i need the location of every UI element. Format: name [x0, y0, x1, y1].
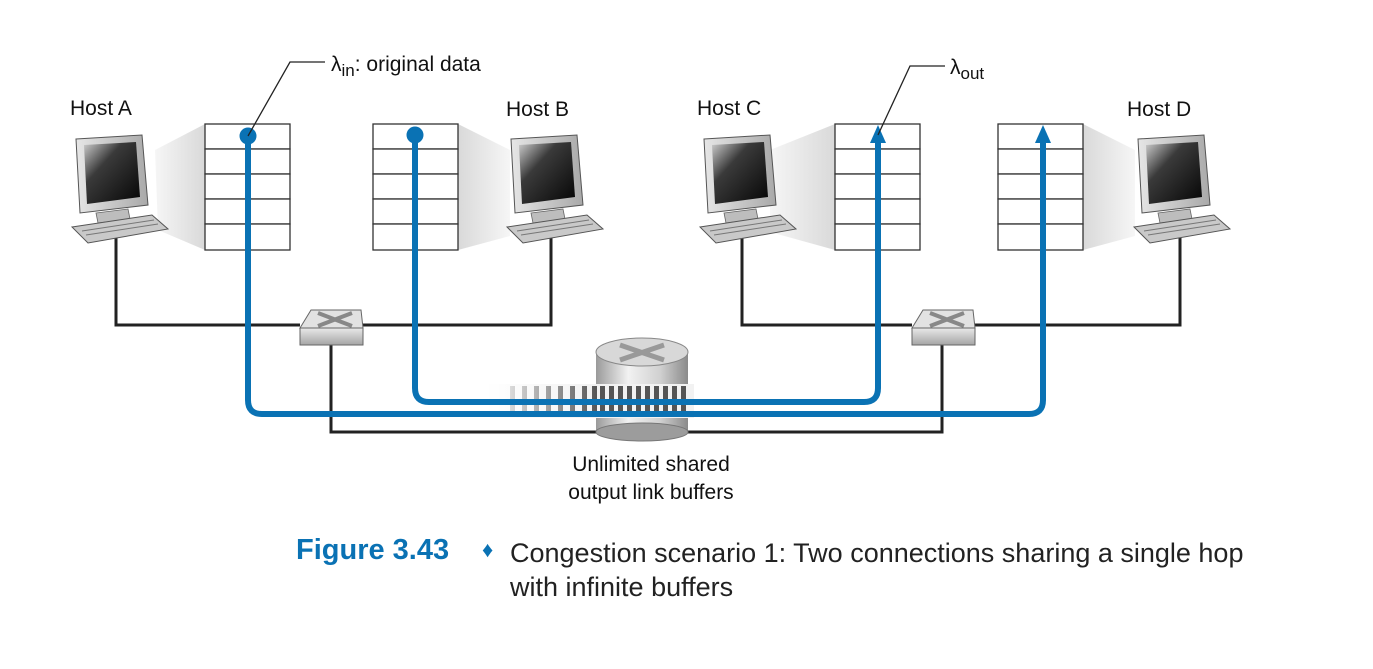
host-b-beam [458, 124, 510, 250]
host-c-label: Host C [697, 97, 761, 120]
switch-right-icon [911, 309, 976, 346]
wired-links [114, 238, 1182, 434]
host-b-label: Host B [506, 98, 569, 121]
buffer-label-line-2: output link buffers [568, 481, 733, 504]
host-b-computer-icon [505, 134, 605, 244]
host-a-label: Host A [70, 97, 132, 120]
host-a-beam [155, 124, 205, 250]
caption-separator-icon: ♦ [482, 537, 494, 562]
buffer-label-line-1: Unlimited shared [572, 453, 730, 476]
figure-number: Figure 3.43 [296, 534, 450, 566]
lambda-in-label: λin: original data [331, 53, 481, 80]
host-a-computer-icon [70, 134, 170, 244]
host-c-beam [770, 124, 835, 250]
flow-b-to-c [412, 136, 881, 405]
flow-d-arrowhead-icon [1035, 125, 1051, 143]
lambda-in-leader [247, 61, 325, 137]
flow-a-to-d [245, 136, 1046, 417]
caption-text: Congestion scenario 1: Two connections s… [510, 538, 1244, 602]
flow-b-source-dot [406, 126, 424, 144]
host-d-beam [1083, 124, 1135, 250]
switch-left-icon [299, 309, 364, 346]
host-c-computer-icon [698, 134, 798, 244]
host-d-label: Host D [1127, 98, 1191, 121]
lambda-out-label: λout [950, 56, 984, 83]
host-d-computer-icon [1132, 134, 1232, 244]
lambda-out-leader [877, 65, 945, 136]
